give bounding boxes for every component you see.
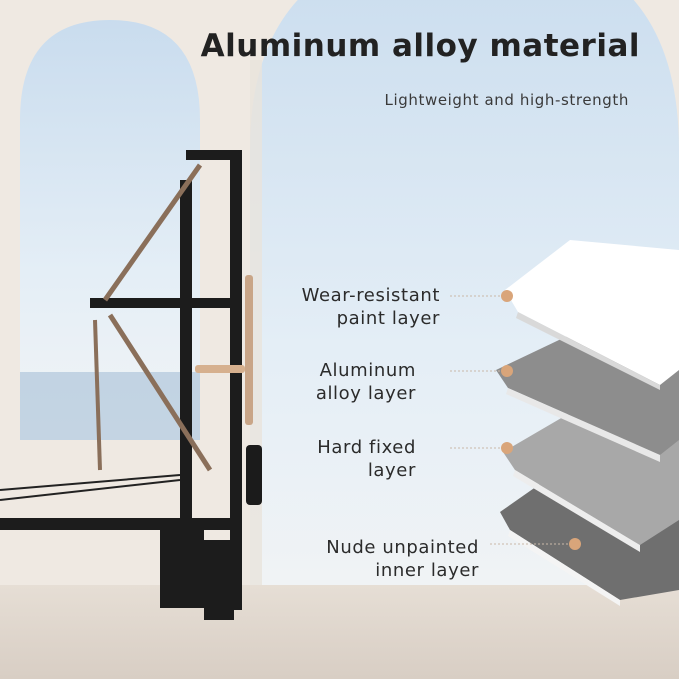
layer-label-inner: Nude unpainted inner layer [279, 536, 479, 582]
layer-marker [501, 365, 513, 377]
layer-label-line1: Nude unpainted [326, 537, 479, 558]
frame-foot-side [204, 540, 234, 620]
push-bar [107, 313, 213, 472]
page-title: Aluminum alloy material [200, 28, 640, 64]
frame-base-rail [0, 518, 240, 530]
layer-label-line2: alloy layer [315, 383, 416, 404]
sheet-edge [506, 388, 660, 462]
floor [0, 585, 679, 679]
rope [0, 479, 181, 501]
page-subtitle: Lightweight and high-strength [384, 91, 629, 109]
layer-label-line2: inner layer [375, 560, 479, 581]
layer-label-line2: paint layer [336, 308, 440, 329]
paint-layer-sheet [505, 240, 679, 385]
frame-post-left [180, 180, 192, 600]
sheet-edge [508, 530, 620, 606]
frame-cross-bar [90, 298, 240, 308]
layer-marker [501, 442, 513, 454]
callouts [450, 290, 581, 550]
layer-label-paint: Wear-resistant paint layer [240, 284, 440, 330]
layer-label-aluminum: Aluminum alloy layer [216, 359, 416, 405]
layer-label-line2: layer [367, 460, 416, 481]
roll-bar [245, 275, 253, 425]
layer-marker [569, 538, 581, 550]
layer-label-fixed: Hard fixed layer [216, 436, 416, 482]
rope [0, 474, 181, 491]
foot-strap [246, 445, 262, 505]
frame-top-bar [186, 150, 242, 160]
layer-marker [501, 290, 513, 302]
pilates-machine [0, 150, 262, 620]
sheet-edge [513, 470, 640, 552]
layer-label-line1: Hard fixed [317, 437, 416, 458]
layer-label-line1: Aluminum [319, 360, 416, 381]
layer-label-line1: Wear-resistant [301, 285, 440, 306]
spring-rod [93, 319, 102, 471]
frame-foot [160, 530, 204, 608]
dowel [195, 365, 245, 373]
spring-bar [102, 163, 203, 302]
sheet-edge [516, 312, 660, 390]
left-window [20, 20, 200, 440]
frame-post-right [230, 150, 242, 610]
layer-stack [496, 240, 679, 606]
sea [20, 372, 200, 440]
